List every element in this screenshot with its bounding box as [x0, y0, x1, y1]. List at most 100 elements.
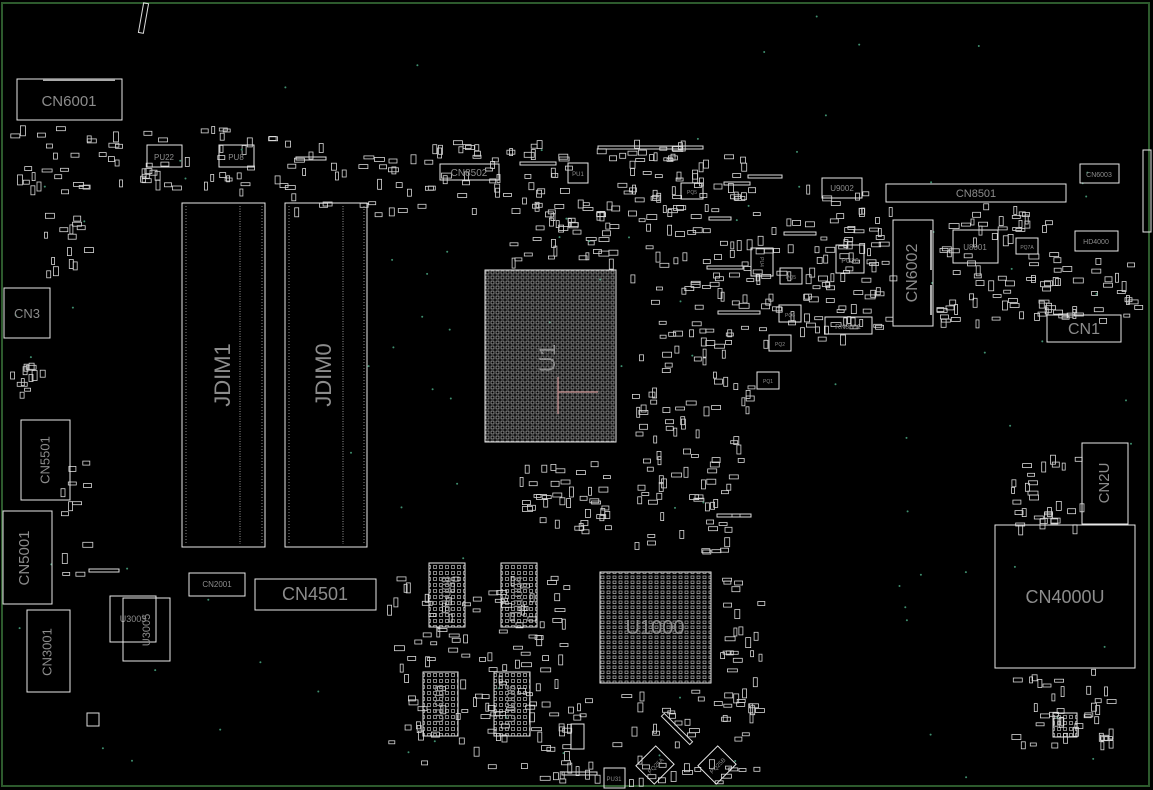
passive-pad: [667, 224, 672, 236]
component-label: PQ5: [786, 275, 796, 281]
passive-pad: [61, 511, 69, 517]
component-cn5001[interactable]: CN5001: [2, 510, 53, 605]
passive-pad: [773, 248, 780, 253]
component-pq2[interactable]: PQ2: [768, 334, 792, 352]
passive-pad: [939, 247, 949, 253]
component-cn5501[interactable]: CN5501: [20, 419, 71, 501]
component-pu3[interactable]: [570, 723, 585, 750]
component-cn2u[interactable]: CN2U: [1081, 442, 1129, 525]
component-cn2001[interactable]: CN2001: [188, 572, 246, 597]
component-pq1[interactable]: PQ1: [756, 371, 780, 390]
passive-pad: [747, 385, 756, 390]
passive-pad: [1027, 490, 1039, 496]
passive-pad: [702, 228, 711, 234]
passive-pad: [61, 553, 68, 564]
component-u8001[interactable]: U8001: [952, 229, 999, 264]
passive-pad: [164, 182, 172, 188]
passive-pad: [568, 706, 574, 714]
component-label: JDIM1: [210, 343, 235, 407]
passive-pad: [1019, 311, 1024, 320]
passive-pad: [279, 183, 289, 189]
component-pq5b[interactable]: PQ5: [779, 267, 803, 285]
passive-pad: [662, 351, 672, 358]
passive-pad: [741, 192, 747, 201]
passive-pad: [724, 154, 734, 160]
component-pq5[interactable]: PQ5: [680, 182, 704, 200]
via: [696, 137, 699, 140]
component-rn8001[interactable]: RN8001: [824, 316, 873, 335]
component-u9002[interactable]: U9002: [821, 177, 863, 199]
passive-pad: [738, 768, 747, 772]
passive-pad: [530, 149, 536, 161]
component-pu1[interactable]: PU1: [567, 162, 589, 184]
passive-pad: [756, 274, 761, 286]
edge-connector: [1142, 149, 1152, 233]
passive-pad: [425, 656, 430, 668]
component-u1010[interactable]: U1010: [422, 671, 459, 737]
component-cn8501[interactable]: CN8501: [885, 183, 1067, 203]
passive-pad: [776, 270, 788, 276]
passive-pad: [565, 165, 573, 171]
passive-pad: [733, 693, 740, 704]
connector-strip: [295, 156, 327, 161]
passive-pad: [485, 702, 490, 712]
component-pu22[interactable]: PU22: [146, 144, 183, 168]
via: [83, 220, 86, 223]
component-label: CN6003: [1086, 172, 1112, 179]
component-u3005[interactable]: U3005: [122, 597, 171, 662]
passive-pad: [53, 152, 58, 160]
passive-pad: [949, 299, 957, 306]
passive-pad: [689, 329, 694, 338]
component-cn4000u[interactable]: CN4000U: [994, 524, 1136, 669]
component-u3003[interactable]: U3003: [109, 595, 157, 643]
component-cn3[interactable]: CN3: [3, 287, 51, 339]
component-jdim0[interactable]: JDIM0: [284, 202, 368, 548]
component-jdim1[interactable]: JDIM1: [181, 202, 266, 548]
passive-pad: [743, 266, 752, 271]
passive-pad: [1044, 512, 1053, 519]
component-label: CN2001: [202, 580, 232, 589]
passive-pad: [1028, 480, 1038, 486]
passive-pad: [656, 492, 663, 500]
component-hd4000[interactable]: HD4000: [1074, 230, 1119, 252]
component-cn6002[interactable]: CN6002: [892, 219, 934, 327]
component-pu26[interactable]: PU26: [835, 244, 865, 274]
component-pu31[interactable]: PU31: [603, 767, 626, 789]
component-cn8502[interactable]: CN8502: [439, 163, 500, 181]
passive-pad: [1037, 679, 1043, 688]
component-cn1[interactable]: CN1: [1046, 314, 1122, 343]
component-pq6[interactable]: PQ6: [778, 304, 802, 323]
passive-pad: [875, 287, 881, 296]
component-pu8[interactable]: PU8: [218, 144, 255, 168]
passive-pad: [703, 406, 710, 417]
passive-pad: [646, 466, 654, 472]
component-cn6003[interactable]: CN6003: [1079, 163, 1120, 184]
component-u1000[interactable]: U1000: [599, 571, 712, 684]
component-pu4[interactable]: PU4: [750, 247, 774, 277]
passive-pad: [720, 547, 729, 553]
passive-pad: [972, 297, 978, 308]
passive-pad: [28, 374, 34, 382]
passive-pad: [16, 381, 28, 387]
component-u1008[interactable]: U1008: [428, 562, 466, 628]
passive-pad: [792, 219, 801, 226]
component-cn6001[interactable]: CN6001: [16, 78, 123, 121]
passive-pad: [859, 242, 866, 254]
passive-pad: [144, 168, 153, 175]
component-u1006[interactable]: U1006: [493, 671, 531, 737]
passive-pad: [404, 674, 410, 683]
passive-pad: [1033, 515, 1044, 520]
component-cn3001[interactable]: CN3001: [26, 609, 71, 693]
passive-pad: [461, 653, 471, 658]
component-cn4501[interactable]: CN4501: [254, 578, 377, 611]
passive-pad: [972, 211, 981, 218]
component-pq7a[interactable]: PQ7A: [1015, 237, 1039, 255]
passive-pad: [617, 182, 628, 188]
passive-pad: [680, 416, 686, 426]
passive-pad: [554, 593, 561, 602]
via: [562, 752, 565, 755]
component-u1004[interactable]: U1004: [500, 562, 538, 628]
passive-pad: [1094, 698, 1102, 704]
component-u1[interactable]: U1: [484, 269, 617, 443]
